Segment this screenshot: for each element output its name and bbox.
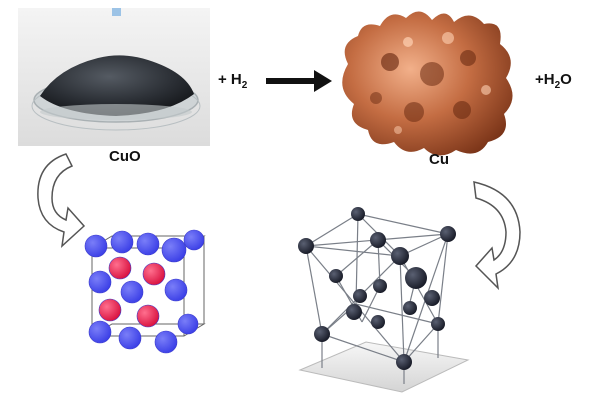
byproduct-water-label: +H2O [535, 71, 572, 91]
reaction-arrow-icon [266, 70, 332, 92]
cuo-label: CuO [109, 148, 141, 165]
cu-label: Cu [429, 151, 449, 168]
curved-arrow-icon [473, 181, 521, 291]
cuo-lattice-model [84, 229, 206, 354]
reagent-h2-label: + H2 [218, 71, 248, 91]
cu-fcc-ball-stick-model [298, 207, 470, 393]
cuo-powder-photo [18, 8, 210, 146]
curved-arrow-icon [37, 153, 86, 248]
copper-nugget-photo [342, 11, 513, 156]
